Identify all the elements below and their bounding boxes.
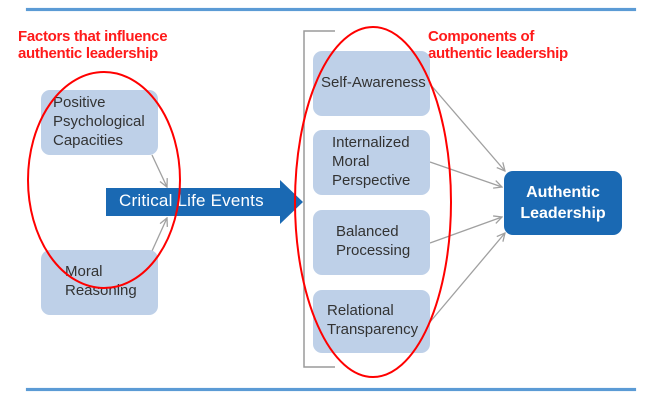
critical-life-events-label: Critical Life Events [119, 191, 264, 210]
connector-balanced [429, 217, 502, 244]
connector-moral-to-events [151, 218, 167, 252]
component-internalized-moral-perspective: Internalized Moral Perspective [313, 130, 430, 195]
component-relational-transparency: Relational Transparency [313, 290, 430, 353]
bottom-rule [26, 388, 636, 391]
component-balanced-processing: Balanced Processing [313, 210, 430, 275]
factors-annotation: Factors that influence authentic leaders… [18, 28, 168, 62]
outcome-label: Authentic Leadership [520, 184, 606, 222]
component-self-awareness: Self-Awareness [313, 51, 430, 116]
factor-moral-reasoning: Moral Reasoning [41, 250, 158, 315]
factor-label: Positive Psychological Capacities [53, 94, 145, 149]
top-rule [26, 8, 636, 11]
component-label: Self-Awareness [321, 74, 426, 91]
connector-positive-to-events [151, 154, 167, 187]
factor-label: Moral Reasoning [65, 263, 137, 299]
component-label: Balanced Processing [336, 223, 411, 259]
component-label: Internalized Moral Perspective [332, 134, 411, 189]
factor-positive-psychological-capacities: Positive Psychological Capacities [41, 90, 158, 155]
connector-internalized [429, 161, 502, 187]
components-annotation: Components of authentic leadership [428, 28, 568, 62]
connector-relational [429, 233, 505, 323]
component-label: Relational Transparency [327, 302, 419, 338]
connector-self-awareness [429, 83, 505, 171]
outcome-authentic-leadership: Authentic Leadership [504, 171, 622, 235]
